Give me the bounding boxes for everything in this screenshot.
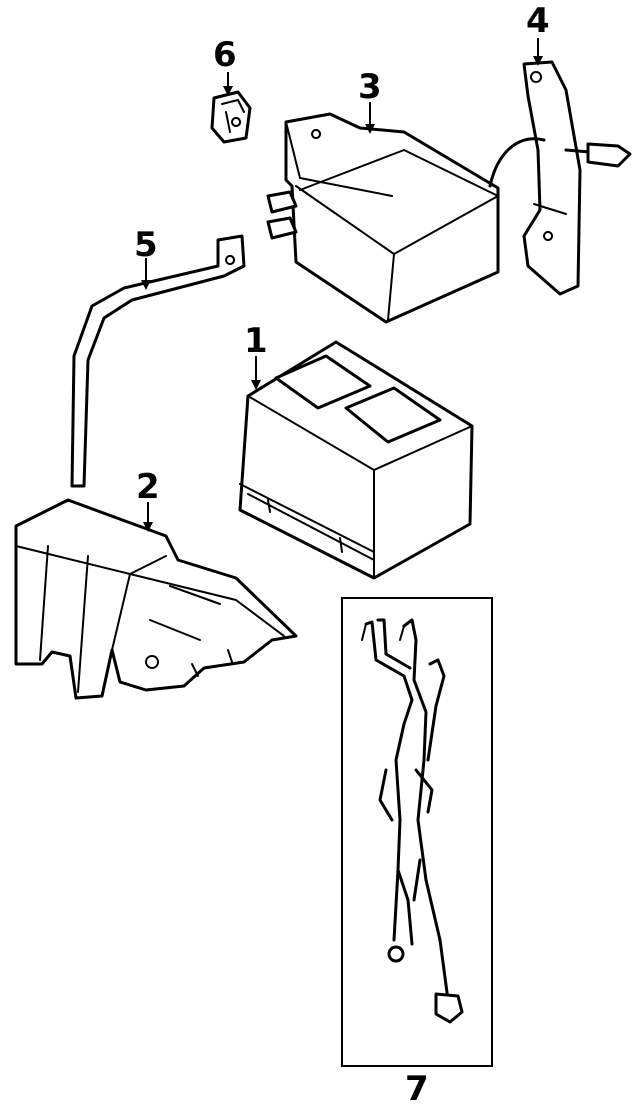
part-3-battery-tray <box>266 112 500 324</box>
callout-7: 7 <box>405 1069 429 1109</box>
callout-6: 6 <box>213 35 237 75</box>
arrow-6 <box>223 86 233 96</box>
arrow-3 <box>365 124 375 134</box>
callout-2: 2 <box>136 467 160 507</box>
part-6-clip <box>210 90 252 144</box>
part-7-frame <box>341 597 493 1067</box>
arrow-4 <box>533 56 543 66</box>
part-7-cable-harness <box>361 618 464 1024</box>
part-2-battery-shield <box>14 498 298 700</box>
part-5-hold-down-rod <box>70 234 246 488</box>
part-1-battery <box>238 340 474 580</box>
arrow-2 <box>143 522 153 532</box>
callout-4: 4 <box>526 1 550 41</box>
part-4-bracket <box>488 60 632 296</box>
arrow-5 <box>141 280 151 290</box>
callout-3: 3 <box>358 67 382 107</box>
callout-1: 1 <box>244 321 268 361</box>
arrow-1 <box>251 380 261 390</box>
callout-5: 5 <box>134 225 158 265</box>
